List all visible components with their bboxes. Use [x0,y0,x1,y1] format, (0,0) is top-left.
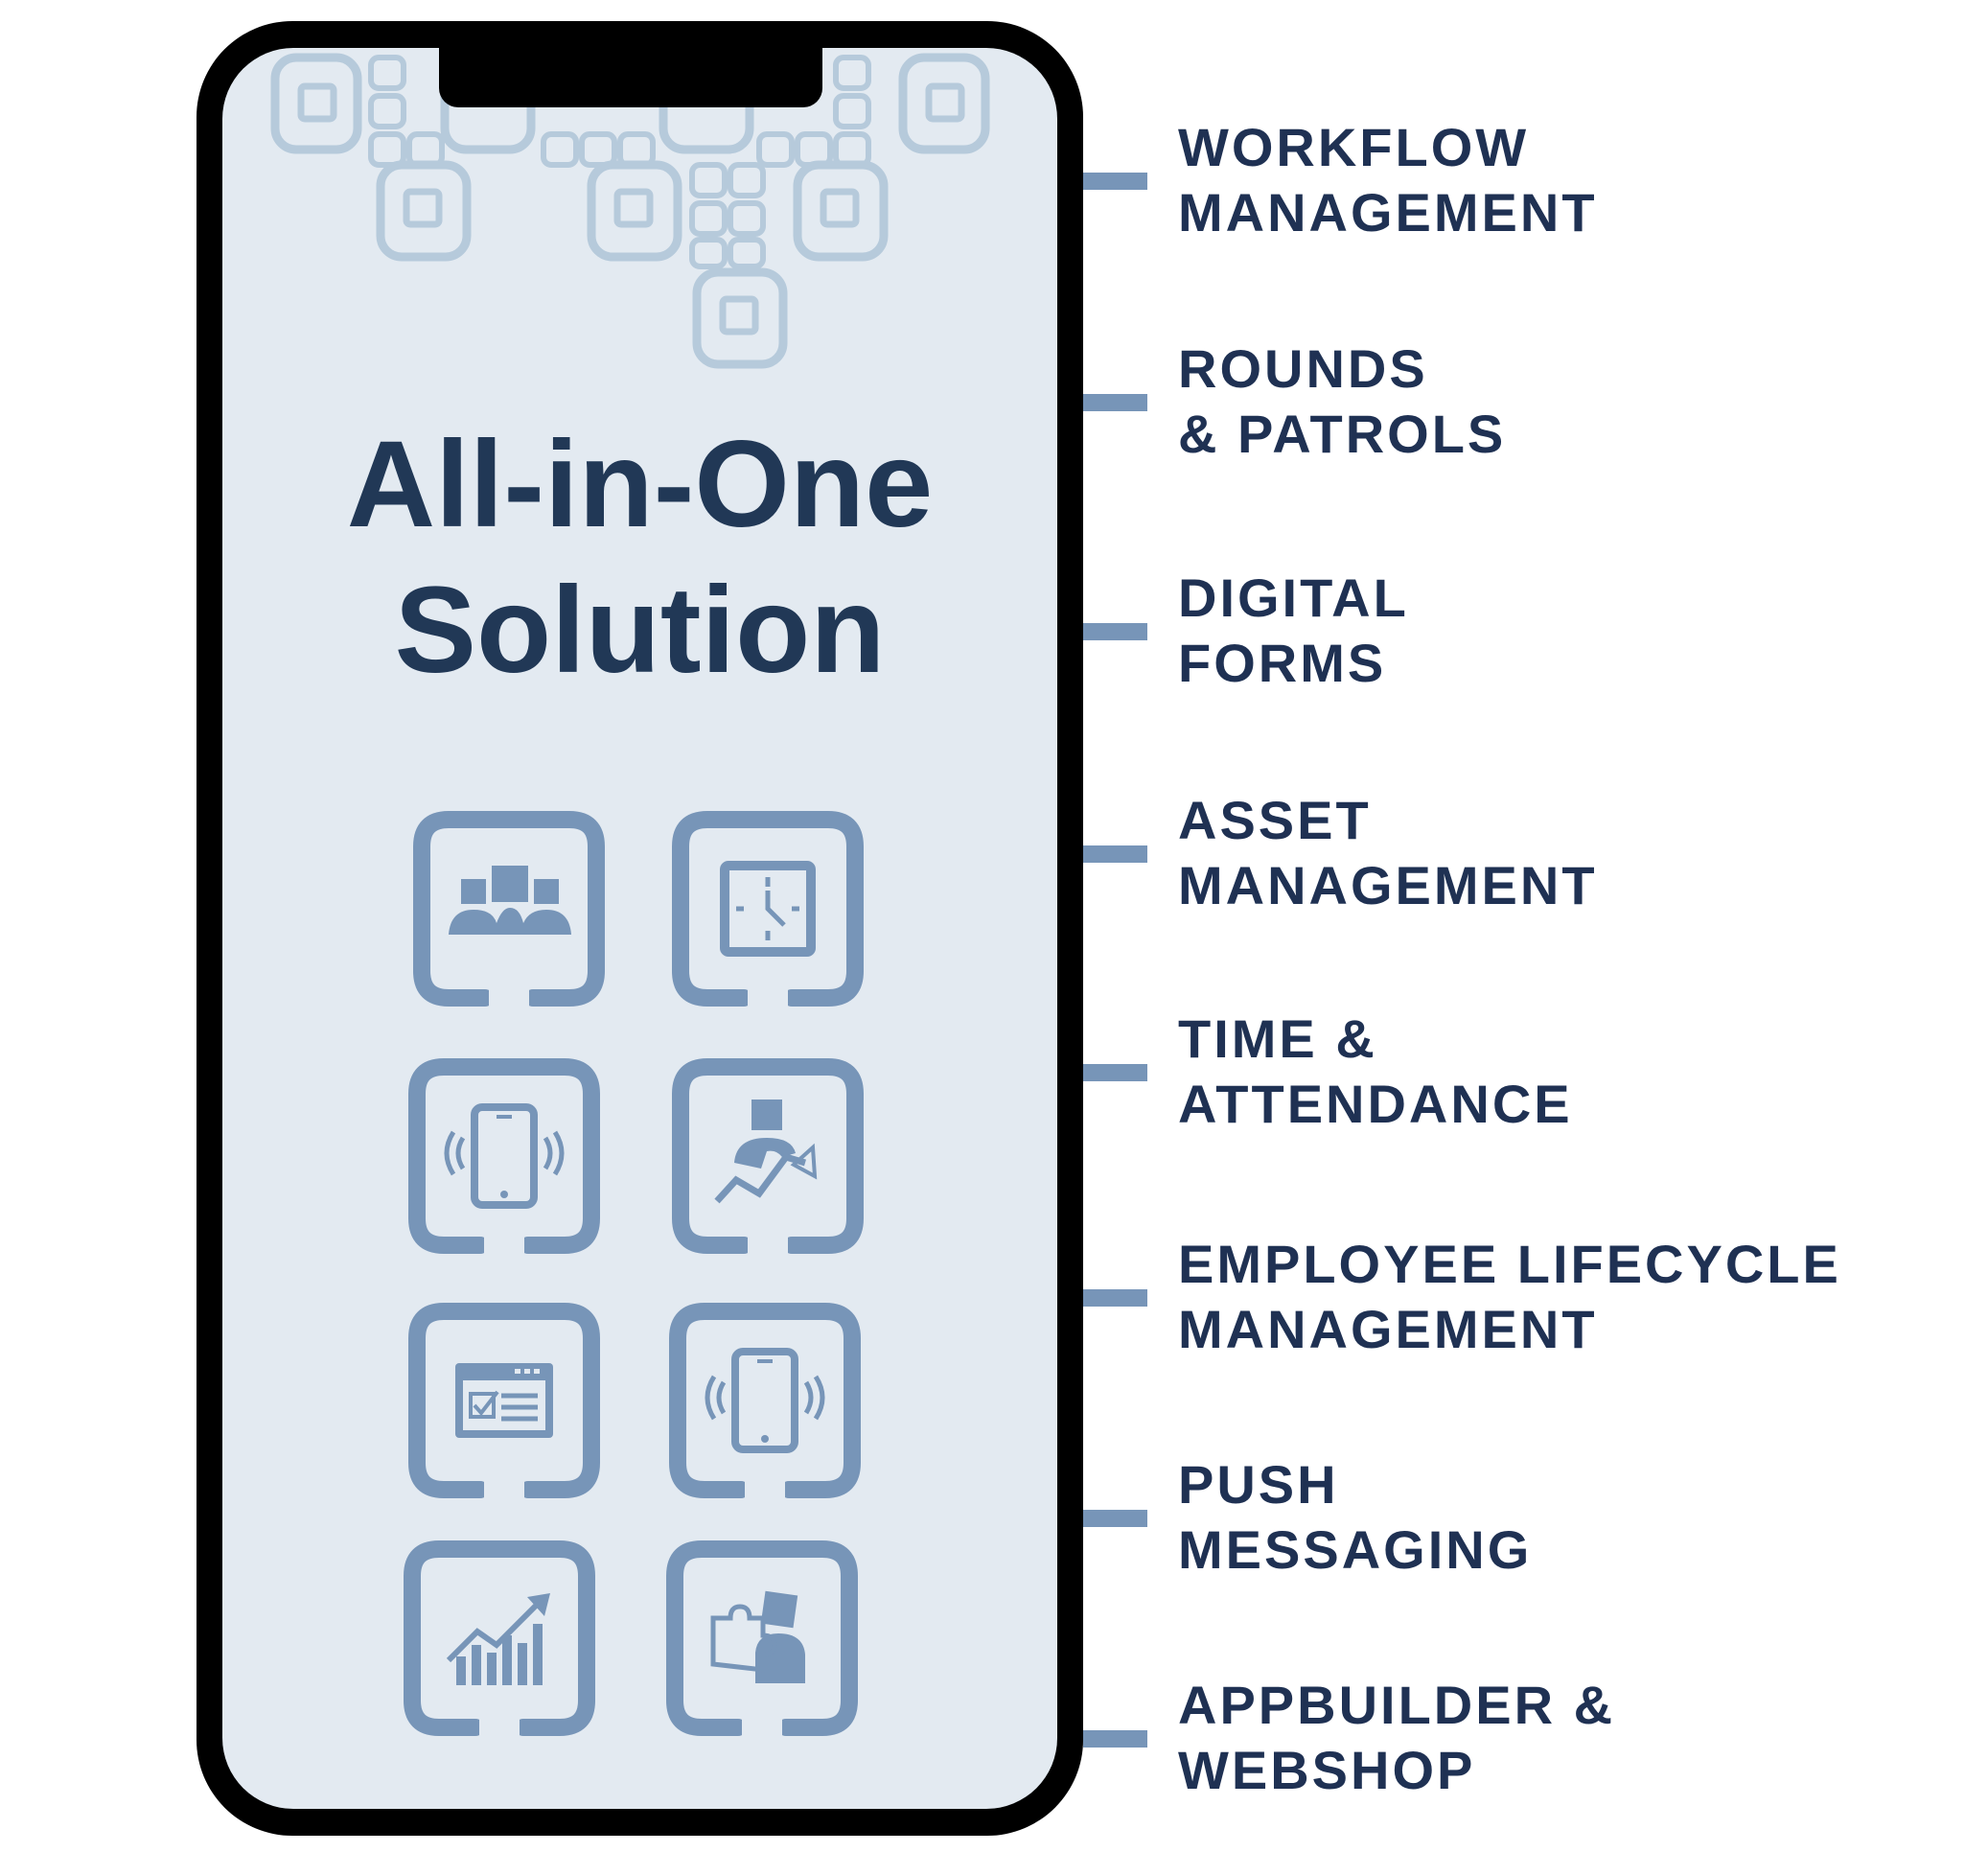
phone-notch [439,48,822,107]
feature-label-line-1: APPBUILDER & [1178,1675,1616,1735]
feature-label-line-1: PUSH [1178,1454,1339,1515]
feature-label-line-1: EMPLOYEE LIFECYCLE [1178,1234,1841,1294]
feature-label: PUSH MESSAGING [1178,1452,1532,1583]
feature-item: PUSH MESSAGING [1083,1452,1984,1586]
headline-line-1: All-in-One [346,416,934,553]
feature-tile [663,1539,861,1737]
feature-item: EMPLOYEE LIFECYCLE MANAGEMENT [1083,1232,1984,1366]
feature-label-line-1: ROUNDS [1178,338,1428,399]
mobile-signal-icon [408,1058,600,1255]
feature-tile [669,810,867,1007]
feature-item: DIGITAL FORMS [1083,566,1984,700]
feature-item: ASSET MANAGEMENT [1083,788,1984,922]
logo-pattern-decoration [270,53,990,369]
feature-label-line-1: WORKFLOW [1178,117,1530,177]
feature-item: TIME & ATTENDANCE [1083,1007,1984,1141]
mobile-signal-icon [669,1303,861,1499]
feature-label-line-1: DIGITAL [1178,567,1409,628]
connector-line [1083,394,1147,411]
feature-label-line-1: TIME & [1178,1008,1377,1069]
clock-icon [672,811,864,1007]
feature-label: WORKFLOW MANAGEMENT [1178,115,1598,245]
bar-chart-trend-icon [404,1540,595,1737]
feature-label-line-2: MANAGEMENT [1178,1299,1598,1359]
feature-label: ROUNDS & PATROLS [1178,336,1506,467]
browser-checklist-icon [408,1303,600,1499]
headline: All-in-One Solution [222,412,1057,704]
connector-line [1083,1064,1147,1081]
phone-screen [222,48,1057,1809]
feature-label: APPBUILDER & WEBSHOP [1178,1673,1615,1803]
feature-item: APPBUILDER & WEBSHOP [1083,1673,1984,1807]
feature-tile [405,1302,603,1499]
feature-label: ASSET MANAGEMENT [1178,788,1598,918]
feature-tile [401,1539,598,1737]
feature-label-line-2: FORMS [1178,633,1387,693]
feature-tile [669,1057,867,1255]
feature-label-line-2: MANAGEMENT [1178,182,1598,243]
feature-label-line-2: WEBSHOP [1178,1740,1476,1800]
feature-label: EMPLOYEE LIFECYCLE MANAGEMENT [1178,1232,1841,1362]
connector-line [1083,623,1147,640]
connector-line [1083,1730,1147,1748]
connector-line [1083,1289,1147,1307]
feature-tile [405,1057,603,1255]
feature-label-line-2: MANAGEMENT [1178,855,1598,915]
headline-line-2: Solution [394,562,886,699]
feature-label: DIGITAL FORMS [1178,566,1409,696]
feature-item: ROUNDS & PATROLS [1083,336,1984,471]
feature-tile [666,1302,864,1499]
feature-tile [410,810,608,1007]
feature-label-line-2: & PATROLS [1178,404,1507,464]
feature-label-line-2: MESSAGING [1178,1519,1533,1580]
connector-line [1083,173,1147,190]
puzzle-person-icon [666,1540,858,1737]
feature-label: TIME & ATTENDANCE [1178,1007,1573,1137]
feature-label-line-1: ASSET [1178,790,1372,850]
feature-item: WORKFLOW MANAGEMENT [1083,115,1984,249]
feature-label-line-2: ATTENDANCE [1178,1074,1573,1134]
team-icon [413,811,605,1007]
connector-line [1083,1510,1147,1527]
growth-person-icon [672,1058,864,1255]
connector-line [1083,845,1147,863]
